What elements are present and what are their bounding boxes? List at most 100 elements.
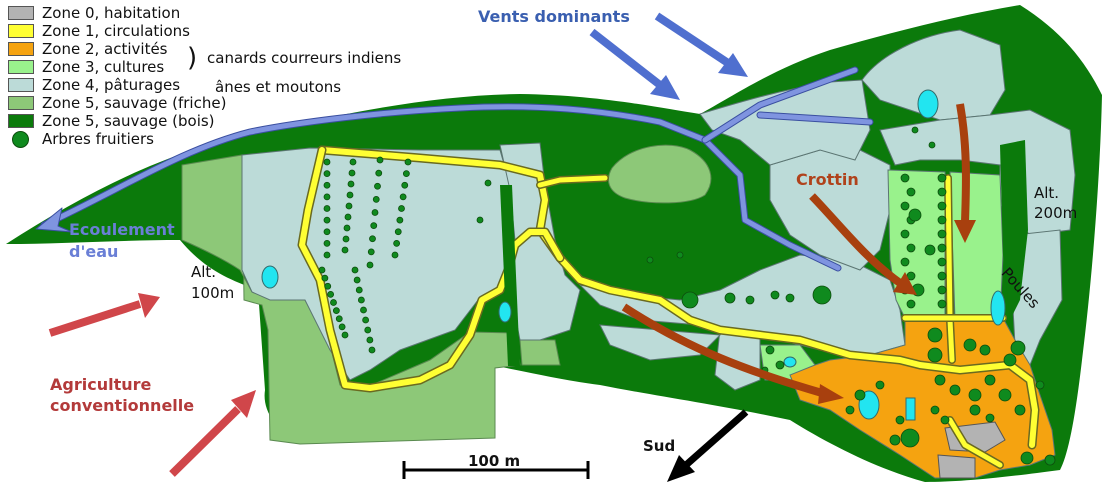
legend-label: Zone 3, cultures — [42, 58, 165, 76]
legend-swatch — [8, 114, 34, 128]
fruit-tree — [875, 380, 885, 390]
fruit-tree — [906, 187, 916, 197]
fruit-tree — [349, 158, 357, 166]
fruit-tree — [854, 389, 866, 401]
fruit-tree — [928, 141, 936, 149]
fruit-tree — [357, 296, 365, 304]
fruit-tree — [963, 338, 977, 352]
fruit-tree — [969, 404, 981, 416]
brace-symbol: ) — [187, 43, 198, 73]
fruit-tree — [394, 228, 402, 236]
fruit-tree — [364, 326, 372, 334]
fruit-tree — [323, 170, 331, 178]
fruit-tree — [900, 428, 920, 448]
crottin-arrows — [621, 103, 976, 404]
fruit-tree — [341, 331, 349, 339]
fruit-tree — [900, 201, 910, 211]
fruit-tree — [338, 323, 346, 331]
fruit-tree — [646, 256, 654, 264]
fruit-tree — [911, 126, 919, 134]
fruit-tree — [1003, 353, 1017, 367]
fruit-tree — [908, 208, 922, 222]
fruit-tree — [396, 216, 404, 224]
fruit-tree — [934, 374, 946, 386]
fruit-tree — [318, 266, 326, 274]
water-label-line1: Ecoulement — [69, 220, 175, 239]
fruit-tree — [937, 173, 947, 183]
water-label-line2: d'eau — [69, 242, 119, 261]
fruit-tree — [775, 360, 785, 370]
fruit-tree — [399, 193, 407, 201]
legend-item-zone-5-friche: Zone 5, sauvage (friche) — [8, 94, 338, 112]
legend-label: Arbres fruitiers — [42, 130, 154, 148]
fruit-tree — [937, 229, 947, 239]
legend-label: Zone 5, sauvage (bois) — [42, 112, 215, 130]
fruit-tree — [937, 257, 947, 267]
scale-label: 100 m — [468, 452, 521, 470]
fruit-tree — [366, 261, 374, 269]
fruit-tree — [1010, 340, 1026, 356]
fruit-tree — [347, 180, 355, 188]
fruit-tree — [812, 285, 832, 305]
legend-label: Zone 2, activités — [42, 40, 168, 58]
fruit-tree — [476, 216, 484, 224]
fruit-tree — [724, 292, 736, 304]
legend-label: Zone 0, habitation — [42, 4, 181, 22]
fruit-tree — [323, 251, 331, 259]
fruit-tree — [323, 193, 331, 201]
fruit-tree — [770, 290, 780, 300]
fruit-tree — [346, 191, 354, 199]
legend-note-ducks: canards courreurs indiens — [207, 49, 402, 67]
fruit-tree — [906, 299, 916, 309]
zone-5-friche-center — [608, 144, 712, 204]
legend-item-fruit-trees: Arbres fruitiers — [8, 130, 338, 148]
fruit-tree — [998, 388, 1012, 402]
fruit-tree — [745, 295, 755, 305]
fruit-tree — [984, 374, 996, 386]
fruit-tree — [371, 209, 379, 216]
legend-swatch — [8, 24, 34, 38]
fruit-tree — [376, 156, 384, 164]
south-label: Sud — [643, 437, 676, 455]
fruit-tree — [937, 299, 947, 309]
fruit-tree — [391, 251, 399, 259]
fruit-tree — [323, 239, 331, 247]
fruit-tree — [368, 346, 376, 354]
fruit-tree — [1014, 404, 1026, 416]
fruit-tree — [681, 291, 699, 309]
fruit-tree — [924, 244, 936, 256]
legend-item-zone-3: Zone 3, cultures — [8, 58, 338, 76]
fruit-tree — [321, 274, 329, 282]
legend-swatch — [8, 6, 34, 20]
agriculture-arrows — [48, 293, 256, 477]
fruit-tree — [369, 235, 376, 243]
fruit-tree — [968, 388, 982, 402]
fruit-tree — [323, 205, 331, 212]
legend-swatch — [8, 78, 34, 92]
legend: Zone 0, habitation Zone 1, circulations … — [8, 4, 338, 148]
agriculture-label-line2: conventionnelle — [50, 396, 195, 415]
fruit-tree — [341, 246, 349, 254]
fruit-tree — [367, 248, 375, 256]
fruit-tree — [353, 276, 361, 284]
legend-item-zone-5-bois: Zone 5, sauvage (bois) — [8, 112, 338, 130]
fruit-tree — [900, 173, 910, 183]
fruit-tree — [370, 222, 378, 230]
zone-5-friche-right — [519, 339, 561, 366]
fruit-tree — [342, 235, 350, 243]
fruit-tree — [355, 286, 363, 294]
fruit-tree — [393, 239, 401, 247]
fruit-trees — [318, 126, 1056, 466]
wind-label: Vents dominants — [478, 7, 630, 26]
fruit-tree — [1020, 451, 1034, 465]
fruit-tree — [374, 182, 381, 190]
legend-item-zone-2: Zone 2, activités — [8, 40, 338, 58]
fruit-tree — [937, 201, 947, 211]
fruit-tree — [676, 251, 684, 259]
fruit-tree — [372, 195, 380, 203]
fruit-tree — [362, 316, 370, 324]
fruit-tree — [765, 345, 775, 355]
fruit-tree — [402, 170, 410, 178]
scale-bar — [402, 461, 590, 479]
